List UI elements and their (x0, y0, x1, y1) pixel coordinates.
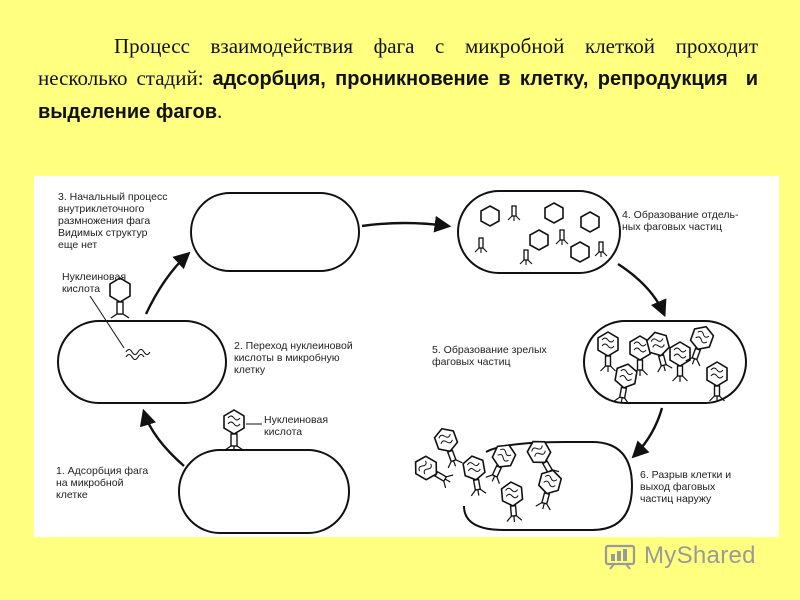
nucleic-acid-label-bottom: Нуклеиновая кислота (264, 414, 328, 438)
stage-3-caption: 3. Начальный процесс внутриклеточного ра… (58, 191, 168, 251)
arrow-4-to-5 (617, 262, 667, 318)
phage-injecting (109, 277, 131, 319)
stage-6-caption: 6. Разрыв клетки и выход фаговых частиц … (640, 469, 732, 505)
stage-1-caption: 1. Адсорбция фага на микробной клетке (56, 465, 149, 501)
arrow-1-to-2 (139, 408, 185, 467)
pointer-nucleic-left (89, 295, 125, 349)
stage-5-caption: 5. Образование зрелых фаговых частиц (432, 344, 547, 368)
phage-adsorbed (223, 409, 245, 451)
cell-stage-1 (178, 449, 350, 534)
brand-name: MyShared (644, 542, 756, 569)
arrow-3-to-4 (361, 215, 452, 233)
intro-paragraph: Процесс взаимодействия фага с микробной … (38, 30, 758, 128)
cell-stage-2 (57, 320, 227, 404)
myshared-logo-icon (604, 544, 636, 570)
cell-stage-3 (190, 192, 360, 272)
stage-4-caption: 4. Образование отдель- ных фаговых части… (622, 209, 739, 233)
footer-brand: MyShared (604, 538, 756, 574)
arrow-5-to-6 (631, 407, 664, 459)
phage-cycle-diagram: 3. Начальный процесс внутриклеточного ра… (34, 176, 779, 537)
intro-text-1: Процесс взаимодействия фага с микробной … (38, 34, 758, 90)
injected-dna-coil (125, 348, 151, 361)
stage-2-caption: 2. Переход нуклеиновой кислоты в микробн… (234, 340, 353, 376)
intro-text-3: . (217, 99, 223, 123)
intro-bold-stages: адсорбция, проникновение в клетку, репро… (212, 68, 728, 90)
diagram-canvas (57, 190, 747, 534)
nucleic-acid-label-left: Нуклеиновая кислота (62, 271, 126, 295)
intro-text-2 (728, 66, 746, 90)
arrow-2-to-3 (144, 251, 191, 315)
intro-bold-release: и выделение фагов (38, 68, 758, 123)
